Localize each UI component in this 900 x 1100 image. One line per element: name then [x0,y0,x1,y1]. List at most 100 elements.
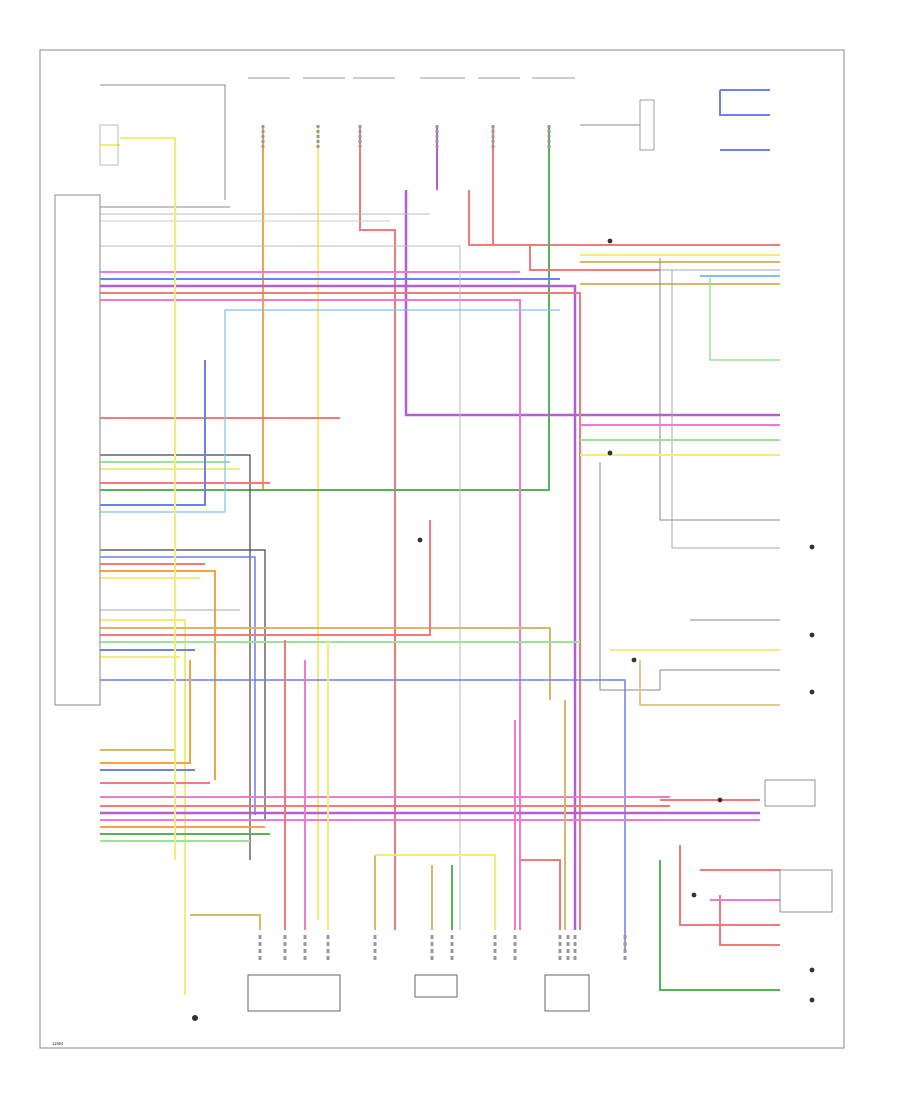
wire-gray-r2 [659,258,780,521]
fuse-pin [547,145,551,148]
sensor-pin [283,935,287,939]
sensor-pin [430,935,434,939]
wire-red-fuse3 [359,125,396,930]
wire-blue-505 [100,360,206,506]
fuse-pin [358,135,362,138]
temperature-sensor-box [544,974,590,1012]
brake-switch-box [764,779,816,807]
sensor-pin [558,935,562,939]
fuse-pin [435,125,439,128]
sensor-pin [566,956,570,960]
sensor-pin [258,949,262,953]
sensor-pin [430,942,434,946]
sensor-pin [566,942,570,946]
wire-yellow-topleft [100,137,176,860]
sensor-pin [558,949,562,953]
wire-dark-550 [100,549,266,820]
sensor-pin [493,935,497,939]
sensor-pin [558,942,562,946]
sensor-pin [258,935,262,939]
fuse-pin [261,130,265,133]
sensor-pin [373,949,377,953]
wire-tan-750 [100,620,176,751]
fuse-pin [491,145,495,148]
sensor-pin [513,935,517,939]
wire-red-2 [100,292,581,930]
fuse-pin [261,145,265,148]
sensor-pin [493,942,497,946]
fuse-pin [547,140,551,143]
wire-red-r7 [679,845,780,926]
cruise-module-box [779,869,833,913]
data-link-connector [99,124,119,166]
wire-red-sensor5 [520,859,561,930]
fuse-pin [316,145,320,148]
instrument-cluster-connector [54,194,101,706]
fuse-pin [547,135,551,138]
switch-block [639,99,655,151]
sensor-pin [326,942,330,946]
sensor-pin [303,942,307,946]
fuse-pin [491,140,495,143]
fuse-pin [316,130,320,133]
sensor-pin [573,942,577,946]
wire-blue-557 [100,556,256,815]
wire-orange-571 [100,570,216,780]
fuse-pin [261,140,265,143]
wire-blue-680 [100,679,626,950]
wire-harness [100,84,780,995]
fuse-pin [358,145,362,148]
sensor-pin [450,949,454,953]
sensor-pin [283,956,287,960]
fuse-pin [358,130,362,133]
sensor-pin [450,956,454,960]
fuse-pin [261,135,265,138]
sensor-pin [258,956,262,960]
diagram-frame [39,49,845,1049]
sensor-pin [373,956,377,960]
wire-lightgreen-r2 [709,276,780,361]
sensor-pin [430,956,434,960]
wire-violet-main [404,190,780,417]
wire-yellow-620 [100,619,186,995]
fuse-pin [491,135,495,138]
wire-tan-r5 [639,660,780,706]
fuse-pin [547,130,551,133]
fuse-pin [547,125,551,128]
sensor-pin [326,949,330,953]
wire-dark-455 [100,454,251,860]
sensor-pin [493,949,497,953]
wire-orange-763 [100,660,191,764]
fuse-pin [435,130,439,133]
wire-gray-topleft [100,84,226,200]
wire-gray-4 [100,245,461,930]
sensor-pin [573,956,577,960]
splice-dots [417,238,815,1003]
sensor-pin [573,935,577,939]
sensor-pin [303,935,307,939]
wire-orange-fuse1 [100,125,264,491]
diagram-id: 11864 [52,1041,64,1046]
sensor-pin [258,942,262,946]
sensor-pin [623,942,627,946]
wire-yellow-sensor4 [375,854,496,930]
sensor-pin [513,949,517,953]
sensor-pin [450,935,454,939]
wire-lightblue-512 [100,309,560,513]
sensor-pin [373,935,377,939]
sensor-pin [373,942,377,946]
ground-icon [192,1015,198,1021]
sensor-pin [283,942,287,946]
sensor-pin [326,956,330,960]
fuse-pin [316,125,320,128]
sensor-pin [566,949,570,953]
sensor-pin [623,956,627,960]
fuse-pin [316,140,320,143]
sensor-pin [573,949,577,953]
wire-pink-2 [100,299,521,930]
fuse-pin [261,125,265,128]
sensor-pin [430,949,434,953]
wire-red-branch [468,190,660,271]
